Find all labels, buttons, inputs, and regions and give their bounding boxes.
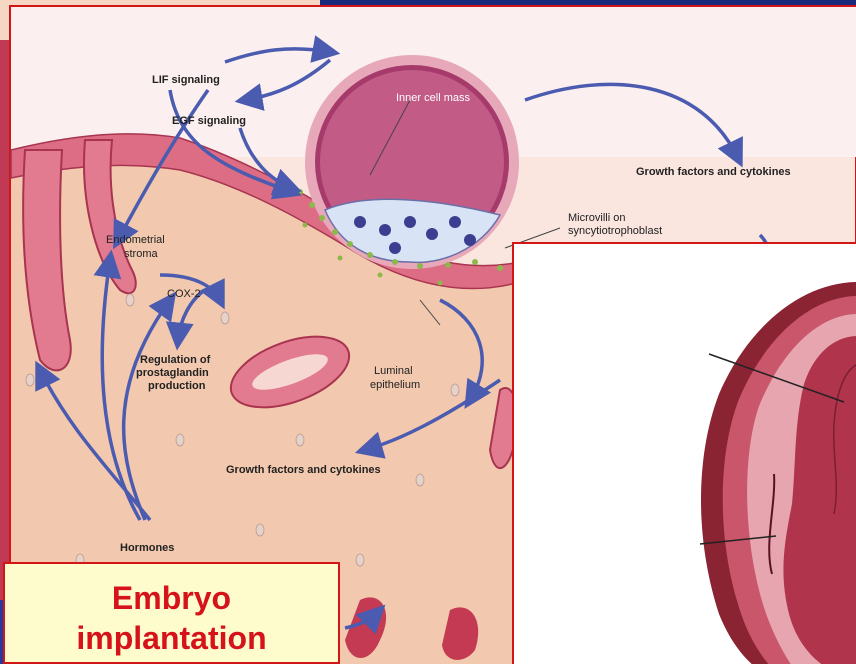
caption-box: Embryo implantation (3, 562, 340, 664)
label-luminal-1: Luminal (374, 365, 413, 378)
label-regulation-2: prostaglandin (136, 367, 209, 380)
label-microvilli-2: syncytiotrophoblast (568, 225, 662, 238)
label-growth-factors-bottom: Growth factors and cytokines (226, 464, 381, 477)
uterus-wall-illustration (514, 244, 856, 664)
label-cox2: COX-2 (167, 288, 201, 301)
label-egf-signaling: EGF signaling (172, 115, 246, 128)
label-lif-signaling: LIF signaling (152, 74, 220, 87)
label-inner-cell-mass: Inner cell mass (396, 92, 470, 105)
label-regulation-1: Regulation of (140, 354, 210, 367)
label-microvilli-1: Microvilli on (568, 212, 625, 225)
uterus-illustration-panel (512, 242, 856, 664)
label-growth-factors-top: Growth factors and cytokines (636, 166, 791, 179)
caption-line-1: Embryo (5, 578, 338, 618)
label-hormones: Hormones (120, 542, 174, 555)
caption-line-2: implantation (5, 618, 338, 658)
label-endometrial-1: Endometrial (106, 234, 165, 247)
label-luminal-2: epithelium (370, 379, 420, 392)
label-regulation-3: production (148, 380, 205, 393)
label-endometrial-2: stroma (124, 248, 158, 261)
